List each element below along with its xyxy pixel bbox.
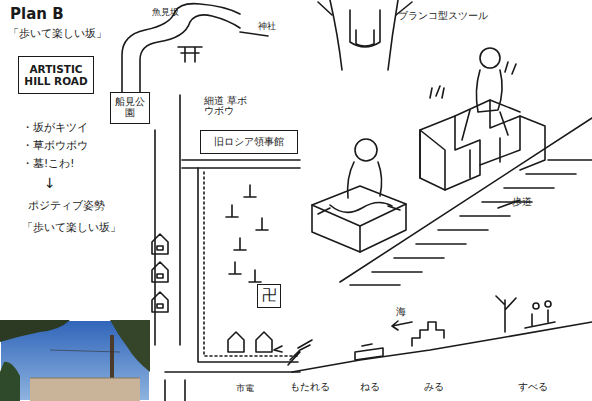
house-symbol bbox=[256, 332, 272, 352]
house-symbol bbox=[152, 234, 272, 352]
activity-icon bbox=[545, 301, 551, 307]
house-symbol bbox=[228, 332, 244, 352]
swing-stool-figure bbox=[462, 110, 508, 140]
torii-symbol bbox=[178, 47, 202, 62]
house-symbol bbox=[152, 292, 168, 312]
park-box: 船見公園 bbox=[110, 92, 150, 124]
road bbox=[182, 160, 300, 168]
note-text: ポジティブ姿勢 bbox=[28, 200, 105, 212]
box-label: 旧ロシア領事館 bbox=[214, 136, 284, 148]
sea-label: 海 bbox=[396, 306, 406, 317]
bench-figure bbox=[312, 139, 406, 252]
box-label: ARTISTIC HILL ROAD bbox=[19, 63, 93, 87]
street-name: 魚見坂 bbox=[152, 8, 179, 18]
hill-path bbox=[122, 4, 268, 92]
grave-mark bbox=[226, 205, 238, 217]
road bbox=[155, 95, 300, 401]
tree bbox=[318, 2, 412, 15]
activity-label: すべる bbox=[518, 382, 548, 392]
photo-inset bbox=[0, 320, 150, 401]
activity-label: みる bbox=[424, 382, 444, 392]
swing-stool-figure bbox=[455, 100, 520, 165]
furniture-name: ブランコ型スツール bbox=[398, 10, 488, 21]
bench-figure bbox=[312, 204, 406, 252]
tree bbox=[356, 30, 374, 46]
sidewalk-label: 歩道 bbox=[512, 196, 532, 207]
problem-note: ・坂がキツイ bbox=[22, 122, 88, 134]
bench-figure bbox=[330, 202, 392, 212]
problem-note: ・草ボウボウ bbox=[22, 140, 88, 152]
problem-note: ・墓!こわ! bbox=[22, 158, 74, 170]
house-symbol bbox=[152, 262, 168, 282]
hill-path bbox=[122, 4, 240, 92]
activity-label: もたれる bbox=[290, 382, 330, 392]
tree bbox=[350, 10, 380, 47]
slope-street bbox=[340, 118, 592, 285]
tree bbox=[318, 0, 412, 70]
photo-inset bbox=[0, 320, 150, 401]
activity-label: ねる bbox=[360, 382, 380, 392]
activity-icon bbox=[298, 340, 312, 348]
house-symbol bbox=[152, 234, 168, 254]
bench-figure bbox=[318, 206, 400, 214]
activity-icon bbox=[355, 344, 383, 360]
swing-stool-figure bbox=[420, 130, 445, 190]
slogan-text: 「歩いて楽しい坂」 bbox=[22, 222, 121, 234]
activity-icon bbox=[496, 296, 516, 332]
bench-figure bbox=[355, 139, 377, 161]
hill-path bbox=[140, 15, 240, 92]
activity-icon bbox=[274, 346, 282, 352]
road bbox=[165, 372, 300, 401]
photo-inset bbox=[0, 320, 70, 342]
slogan-text: 「歩いて楽しい坂」 bbox=[8, 28, 107, 40]
tree bbox=[330, 0, 398, 70]
photo-inset bbox=[0, 362, 20, 401]
photo-inset bbox=[30, 378, 140, 401]
slope-street bbox=[340, 118, 592, 282]
activity-icon bbox=[274, 296, 555, 365]
tram-label: 市電 bbox=[236, 384, 254, 394]
path-note: 細道 草ボウボウ bbox=[204, 96, 256, 117]
box-label: 卍 bbox=[262, 287, 277, 304]
place-name: 神社 bbox=[258, 22, 276, 32]
swing-stool-figure bbox=[470, 138, 500, 178]
road bbox=[198, 168, 298, 362]
swing-stool-figure bbox=[420, 48, 545, 190]
swing-stool-figure bbox=[420, 116, 480, 190]
photo-inset bbox=[110, 320, 150, 372]
box-label: 船見公園 bbox=[111, 97, 149, 119]
grave-mark bbox=[249, 270, 261, 282]
swing-stool-figure bbox=[476, 70, 502, 112]
bench-figure bbox=[312, 186, 406, 226]
torii-symbol bbox=[178, 47, 202, 62]
hill-path bbox=[240, 32, 268, 36]
activity-icon bbox=[412, 322, 444, 346]
plan-title: Plan B bbox=[10, 6, 64, 23]
activity-icon bbox=[525, 310, 555, 328]
activity-icon bbox=[392, 321, 412, 330]
bench-figure bbox=[359, 226, 361, 252]
grave-mark bbox=[229, 262, 241, 274]
swing-stool-figure bbox=[430, 62, 516, 98]
grave-mark bbox=[234, 238, 246, 250]
grave-mark bbox=[226, 185, 268, 282]
title-box: ARTISTIC HILL ROAD bbox=[18, 56, 94, 94]
flow-arrow: ↓ bbox=[44, 176, 56, 191]
activity-icon bbox=[533, 303, 539, 309]
building-box: 旧ロシア領事館 bbox=[200, 130, 298, 154]
temple-symbol-box: 卍 bbox=[257, 284, 281, 308]
bench-figure bbox=[348, 162, 382, 198]
photo-inset bbox=[0, 320, 150, 401]
grave-mark bbox=[256, 218, 268, 230]
ground-line bbox=[292, 322, 592, 372]
road bbox=[204, 172, 298, 356]
photo-inset bbox=[50, 350, 120, 352]
ground-line bbox=[292, 322, 592, 372]
swing-stool-figure bbox=[480, 48, 500, 68]
photo-inset bbox=[30, 378, 140, 379]
grave-mark bbox=[244, 185, 256, 197]
